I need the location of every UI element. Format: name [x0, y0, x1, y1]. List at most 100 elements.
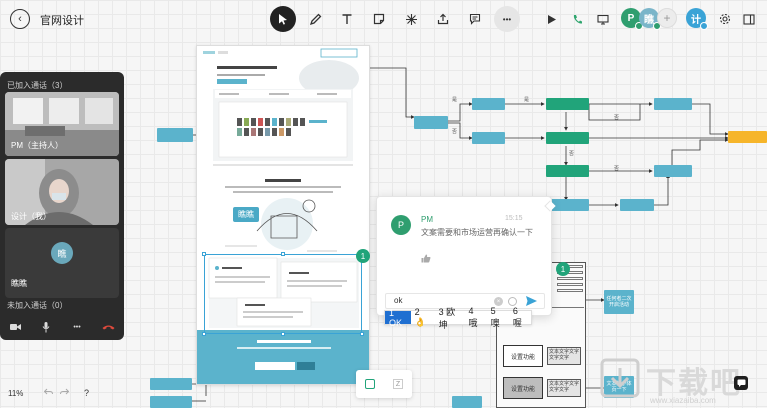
- comment-popup: P PM 15:15 文案需要和市场运营再确认一下 ok ×: [376, 196, 552, 316]
- ime-candidate[interactable]: 5 噢: [490, 306, 500, 328]
- flow-node[interactable]: [472, 132, 505, 144]
- flow-node[interactable]: [546, 199, 589, 211]
- flow-node[interactable]: [654, 165, 692, 177]
- hangup-button[interactable]: [99, 320, 117, 334]
- resize-handle[interactable]: [202, 252, 206, 256]
- gear-icon: [719, 13, 731, 25]
- ime-candidate[interactable]: 4 哦: [468, 306, 478, 328]
- emoji-icon[interactable]: [508, 297, 517, 306]
- wireframe-button[interactable]: 设置功能: [503, 345, 543, 367]
- website-mockup-frame[interactable]: [196, 45, 370, 385]
- sidebar-toggle-button[interactable]: [740, 10, 758, 28]
- watermark-brand: 下载吧: [646, 367, 742, 400]
- wireframe-bar: [557, 277, 583, 280]
- participant-video-tile[interactable]: 设计（我）: [5, 159, 119, 225]
- participant-audio-tile[interactable]: 瞧 瞧瞧: [5, 228, 119, 298]
- settings-button[interactable]: [716, 10, 734, 28]
- redo-button[interactable]: [60, 388, 69, 396]
- chevron-left-icon: ‹: [18, 12, 22, 25]
- flow-node[interactable]: [157, 128, 193, 142]
- participant-name: PM（主持人）: [11, 141, 63, 150]
- flow-node[interactable]: [150, 378, 192, 390]
- phone-icon: [573, 14, 582, 24]
- format-icon[interactable]: Z: [393, 379, 403, 389]
- more-tool[interactable]: •••: [494, 6, 520, 32]
- edge-label: 是: [452, 97, 458, 103]
- sticky-note-tool[interactable]: [366, 6, 392, 32]
- comment-reply-input[interactable]: ok ×: [385, 293, 545, 309]
- connector-icon: [405, 13, 417, 25]
- edge-label: 否: [452, 129, 458, 135]
- connector-tool[interactable]: [398, 6, 424, 32]
- undo-icon: [44, 388, 53, 395]
- ime-candidate[interactable]: 3 欧坤: [438, 306, 456, 330]
- flow-node[interactable]: [472, 98, 505, 110]
- ime-candidate[interactable]: 6 喔: [512, 306, 522, 328]
- flow-node[interactable]: [150, 396, 192, 408]
- wireframe-bar: [557, 283, 583, 286]
- help-button[interactable]: ?: [84, 388, 90, 398]
- self-video-feed: [5, 159, 119, 225]
- plus-icon: +: [663, 11, 671, 25]
- like-button[interactable]: [421, 254, 433, 264]
- flow-node[interactable]: [414, 116, 448, 129]
- office-video-feed: [5, 92, 119, 156]
- avatar: P: [391, 215, 411, 235]
- chat-float-button[interactable]: [734, 376, 748, 390]
- screen-share-icon: [597, 14, 609, 25]
- pen-tool[interactable]: [302, 6, 328, 32]
- comment-marker-badge[interactable]: 1: [356, 249, 370, 263]
- send-button[interactable]: [526, 296, 537, 306]
- play-button[interactable]: [543, 10, 561, 28]
- flow-node[interactable]: [546, 132, 589, 144]
- edge-label: 否: [614, 166, 620, 172]
- back-button[interactable]: ‹: [10, 9, 30, 29]
- camera-button[interactable]: [6, 320, 24, 334]
- resize-handle[interactable]: [202, 332, 206, 336]
- flow-node[interactable]: [546, 165, 589, 177]
- microphone-icon: [42, 321, 50, 332]
- flow-node[interactable]: [452, 396, 482, 408]
- pen-icon: [309, 13, 321, 25]
- sticky-note-icon: [373, 13, 385, 25]
- zoom-level[interactable]: 11%: [8, 389, 24, 398]
- sidebar-icon: [743, 13, 755, 25]
- more-icon: •••: [73, 323, 81, 331]
- resize-handle[interactable]: [281, 332, 285, 336]
- participant-name: 设计（我）: [11, 212, 51, 221]
- call-panel: 已加入通话（3） PM（主持人） 设计（我） 瞧 瞧瞧 未加入通话（0）: [0, 72, 124, 340]
- selection-box[interactable]: [204, 254, 362, 334]
- ime-candidate-bar: 1 OK 2 👌 3 欧坤 4 哦 5 噢 6 喔: [384, 306, 532, 330]
- wireframe-text-block: 文本文字文字文字文字: [547, 347, 581, 365]
- flow-node[interactable]: [654, 98, 692, 110]
- main-toolbar: •••: [270, 6, 526, 32]
- call-more-button[interactable]: •••: [68, 320, 86, 334]
- ime-candidate[interactable]: 1 OK: [385, 308, 411, 328]
- call-button[interactable]: [568, 10, 586, 28]
- document-title[interactable]: 官网设计: [40, 15, 84, 27]
- flow-node[interactable]: [620, 199, 654, 211]
- comment-marker-badge[interactable]: 1: [556, 262, 570, 276]
- frame-icon[interactable]: [365, 379, 375, 389]
- comment-tool[interactable]: [462, 6, 488, 32]
- note-node[interactable]: 任何者二次开启活动: [604, 290, 634, 314]
- upload-tool[interactable]: [430, 6, 456, 32]
- microphone-button[interactable]: [37, 320, 55, 334]
- watermark-url: www.xiazaiba.com: [650, 396, 716, 405]
- clear-icon[interactable]: ×: [494, 297, 503, 306]
- chat-icon: [737, 379, 745, 387]
- select-tool[interactable]: [270, 6, 296, 32]
- flow-end-node[interactable]: [728, 131, 767, 143]
- text-tool[interactable]: [334, 6, 360, 32]
- flow-node[interactable]: [546, 98, 589, 110]
- add-collaborator-button[interactable]: +: [657, 8, 677, 28]
- current-user-avatar[interactable]: 计: [686, 8, 708, 30]
- ime-candidate[interactable]: 2 👌: [414, 307, 426, 327]
- joined-count-label: 已加入通话（3）: [7, 81, 68, 90]
- resize-handle[interactable]: [360, 332, 364, 336]
- participant-video-tile[interactable]: PM（主持人）: [5, 92, 119, 156]
- present-button[interactable]: [594, 10, 612, 28]
- resize-handle[interactable]: [281, 252, 285, 256]
- wireframe-button[interactable]: 设置功能: [503, 377, 543, 399]
- undo-button[interactable]: [44, 388, 53, 396]
